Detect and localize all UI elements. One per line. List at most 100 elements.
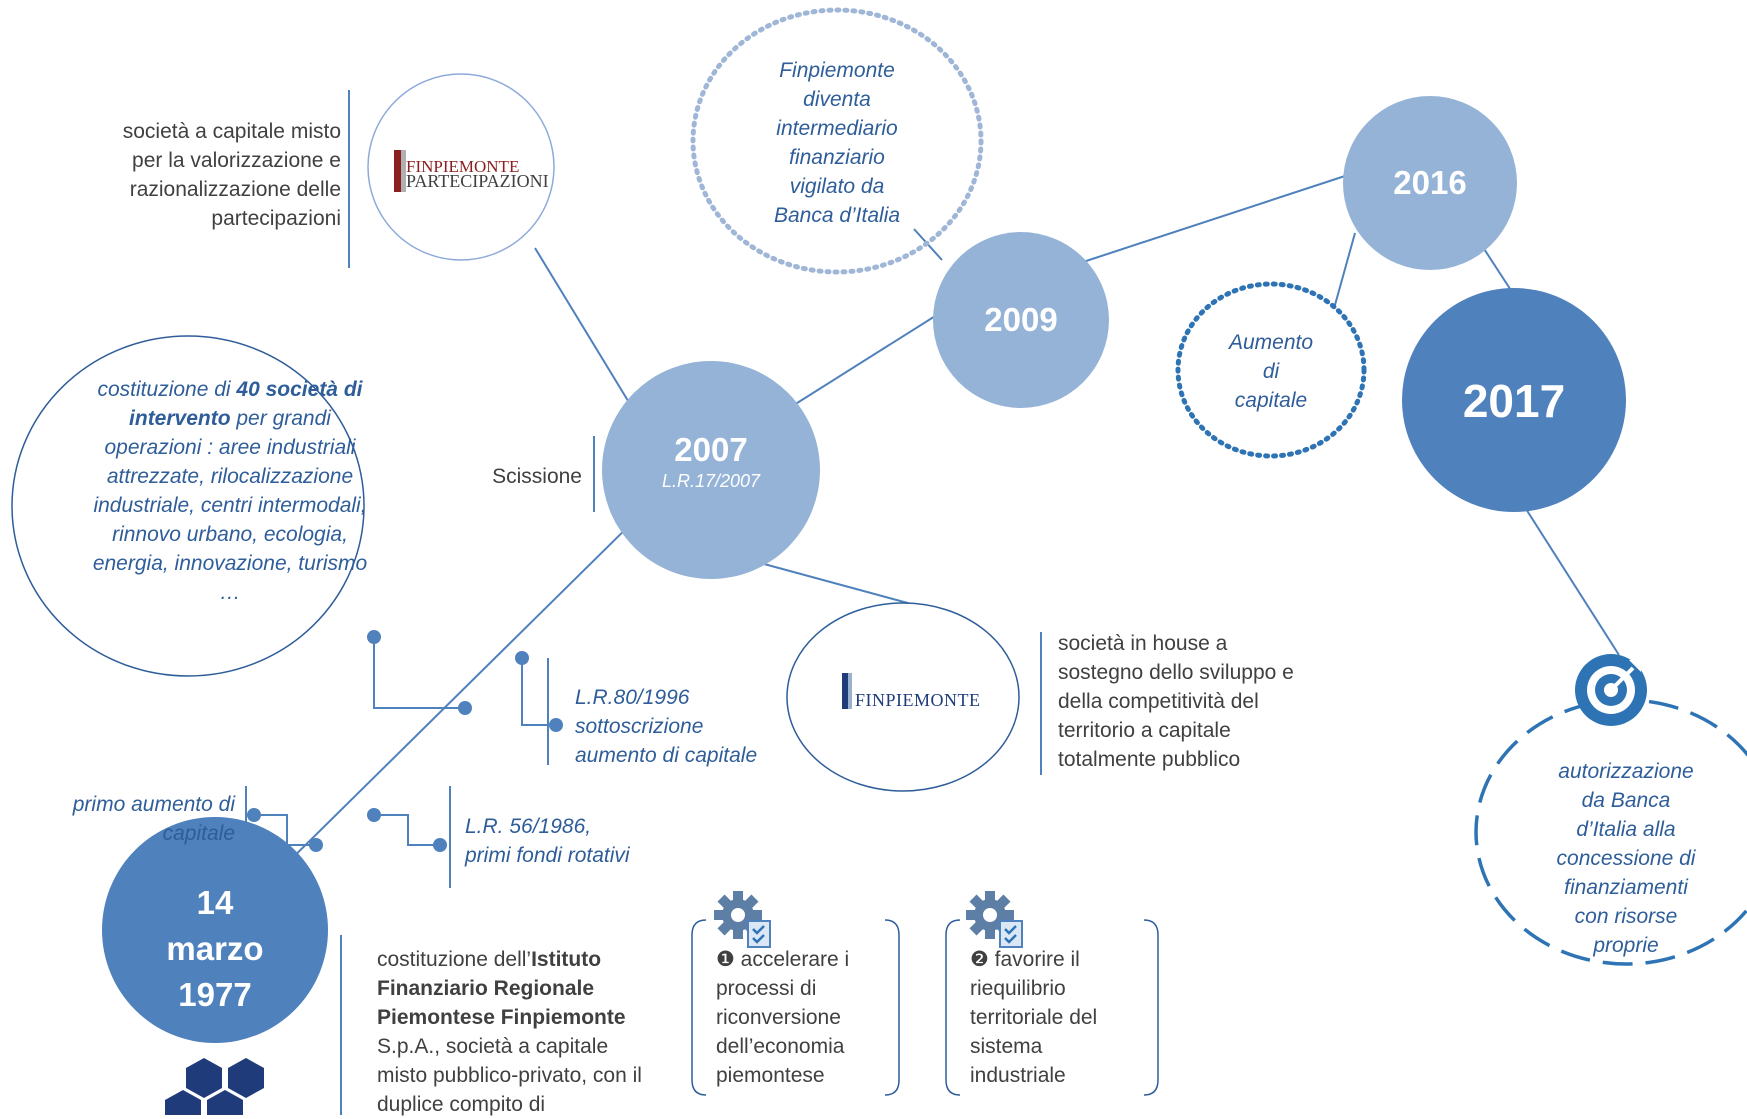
societa-intervento-circle [11,335,365,677]
text-line: capitale [162,822,235,845]
timeline-dot [247,808,261,822]
branch-2007-partecipazioni [534,247,634,410]
year-2009: 2009 [984,301,1058,338]
law-reference: L.R.17/2007 [661,471,761,491]
societa-intervento-text: costituzione di 40 società di intervento… [90,375,370,607]
goal2-body: favorire il riequilibrio territoriale de… [970,948,1098,1087]
timeline-dot [515,651,529,665]
hexagon-logo-icon [165,1058,264,1115]
node-1977-label: 14 marzo 1977 [102,880,328,1018]
text-bold: 40 società di intervento [129,378,363,430]
aumento-capitale-text: Aumento di capitale [1201,328,1341,415]
text-line: partecipazioni [211,207,341,230]
date-month: marzo [166,930,264,967]
primo-aumento-text: primo aumento di capitale [30,790,235,848]
node-2017 [1402,288,1626,512]
inhouse-description: società in house a sostegno dello svilup… [1058,629,1328,774]
logo-text: FINPIEMONTE [406,157,520,176]
text-line: territorio a capitale [1058,719,1231,742]
text-line: Aumento [1228,331,1314,354]
timeline-dot [367,808,381,822]
text-line: sostegno dello sviluppo e [1058,661,1294,684]
lr80-text: L.R.80/1996 sottoscrizione aumento di ca… [575,683,805,770]
text-bold: Istituto Finanziario Regionale Piemontes… [377,948,626,1029]
text-prefix: costituzione di [97,378,237,401]
goal1-text: ❶ accelerare i processi di riconversione… [716,945,876,1090]
partecipazioni-logo-mark [401,150,406,192]
text-line: società in house a [1058,632,1228,655]
text-line: autorizzazione [1558,760,1694,783]
goal1-bullet: ❶ [716,948,735,971]
scissione-label: Scissione [492,465,582,488]
text-rest: S.p.A., società a capitale misto pubblic… [377,1035,642,1116]
gear-icon [714,891,771,948]
text-line: vigilato da [789,175,885,198]
year-2007: 2007 [674,431,748,468]
intermediario-dotted-circle [690,7,984,275]
partecipazioni-description: società a capitale misto per la valorizz… [80,117,341,233]
partecipazioni-circle [367,73,555,261]
goal2-bracket-left [945,919,961,1096]
timeline-dot [367,630,381,644]
text-line: della competitività del [1058,690,1259,713]
connector-primo-aumento [254,814,316,846]
node-2009 [933,232,1109,408]
text-line: primo aumento di [72,793,235,816]
text-prefix: costituzione dell’ [377,948,532,971]
text-line: società a capitale misto [122,120,341,143]
date-day: 14 [196,884,234,921]
timeline-dot [549,718,563,732]
timeline-dot [309,838,323,852]
connector-lr80 [521,658,556,726]
goal2-text: ❷ favorire il riequilibrio territoriale … [970,945,1140,1090]
goal1-bracket-right [884,919,900,1096]
year-2017: 2017 [1462,375,1566,427]
text-line: L.R.80/1996 [575,686,690,709]
spine-2007-2009 [785,312,941,411]
finpiemonte-logo-mark [848,673,852,709]
date-year: 1977 [178,976,252,1013]
text-line: concessione di [1556,847,1696,870]
lr56-text: L.R. 56/1986, primi fondi rotativi [465,812,695,870]
branch-2017-target [1518,497,1620,656]
text-line: proprie [1593,934,1659,957]
text-line: diventa [803,88,871,111]
finpiemonte-logo: FINPIEMONTE [855,690,981,710]
connector-lr56 [374,814,440,846]
text-line: da Banca [1581,789,1671,812]
text-line: sottoscrizione [575,715,704,738]
spine-1977-2007 [266,509,646,884]
autorizzazione-text: autorizzazione da Banca d’Italia alla co… [1526,757,1726,960]
intermediario-text: Finpiemonte diventa intermediario finanz… [737,56,937,230]
text-line: intermediario [776,117,898,140]
text-line: aumento di capitale [575,744,758,767]
aumento-dotted-circle [1175,281,1367,459]
finpiemonte-circle [786,602,1020,792]
spine-2009-2016 [1079,174,1349,264]
finpiemonte-logo-mark [842,673,848,709]
node-1977 [102,817,328,1043]
node-2007-label: 2007 L.R.17/2007 [602,430,820,492]
costituzione-text: costituzione dell’Istituto Finanziario R… [377,945,657,1119]
partecipazioni-logo-mark [394,150,401,192]
text-line: d’Italia alla [1576,818,1676,841]
text-line: razionalizzazione delle [129,178,341,201]
node-2016 [1343,96,1517,270]
branch-2016-aumento [1334,232,1356,306]
logo-text: PARTECIPAZIONI [406,171,549,191]
text-line: con risorse [1574,905,1678,928]
text-line: Finpiemonte [779,59,895,82]
connector-societa [373,637,465,709]
goal1-body: accelerare i processi di riconversione d… [716,948,850,1087]
goal1-bracket-left [691,919,707,1096]
text-line: L.R. 56/1986, [465,815,592,838]
text-line: di [1262,360,1280,383]
text-line: per la valorizzazione e [132,149,341,172]
node-2007 [602,361,820,579]
text-rest: per grandi operazioni : aree industriali… [92,407,368,604]
text-line: primi fondi rotativi [465,844,630,867]
timeline-dot [458,701,472,715]
text-line: finanziario [789,146,885,169]
